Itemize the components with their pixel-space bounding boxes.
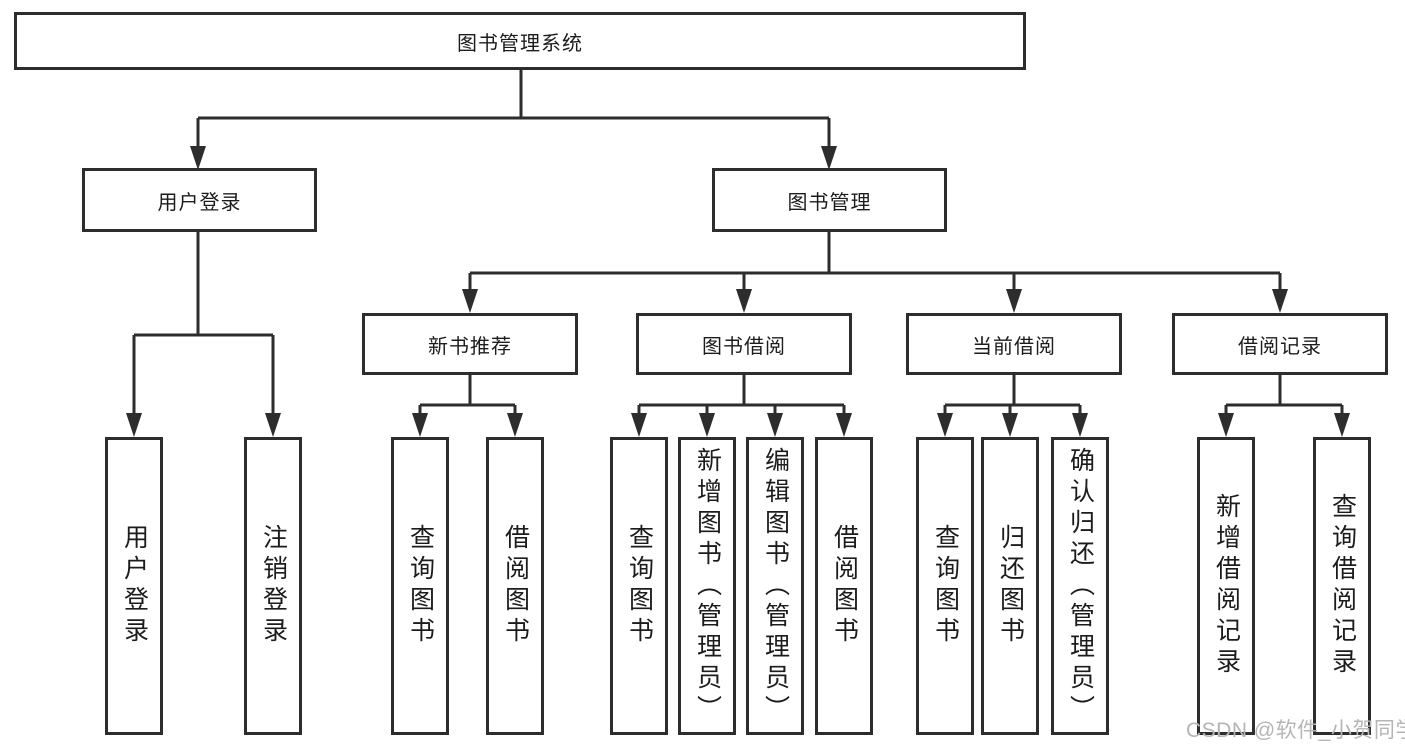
csdn-watermark: CSDN @软件_小贺同学: [1186, 719, 1405, 742]
leaf-label: 借阅图书: [501, 524, 530, 648]
leaf-label: 查询图书: [625, 524, 654, 648]
node-borrowing-records: 借阅记录: [1172, 313, 1388, 375]
node-leaf-confirm-return-admin: 确认归还（管理员）: [1051, 437, 1109, 735]
leaf-label: 确认归还（管理员）: [1066, 446, 1095, 726]
leaf-label: 注销登录: [259, 524, 288, 648]
leaf-label: 归还图书: [996, 524, 1025, 648]
leaf-label: 查询图书: [406, 524, 435, 648]
node-leaf-edit-book-admin: 编辑图书（管理员）: [746, 437, 804, 735]
node-leaf-return-book: 归还图书: [981, 437, 1039, 735]
node-leaf-query-borrow-record: 查询借阅记录: [1313, 437, 1371, 735]
leaf-label: 编辑图书（管理员）: [761, 446, 790, 726]
node-leaf-add-book-admin: 新增图书（管理员）: [678, 437, 736, 735]
node-leaf-query-books-2: 查询图书: [610, 437, 668, 735]
node-leaf-add-borrow-record: 新增借阅记录: [1197, 437, 1255, 735]
node-new-book-recommend: 新书推荐: [362, 313, 578, 375]
node-current-borrowing: 当前借阅: [906, 313, 1122, 375]
leaf-label: 查询图书: [931, 524, 960, 648]
node-leaf-query-books-1: 查询图书: [391, 437, 449, 735]
node-book-management: 图书管理: [712, 168, 947, 232]
node-leaf-user-login: 用户登录: [105, 437, 163, 735]
leaf-label: 新增借阅记录: [1212, 493, 1241, 679]
leaf-label: 新增图书（管理员）: [693, 446, 722, 726]
leaf-label: 查询借阅记录: [1328, 493, 1357, 679]
node-leaf-query-books-3: 查询图书: [916, 437, 974, 735]
node-leaf-logout: 注销登录: [244, 437, 302, 735]
node-leaf-borrow-books-2: 借阅图书: [815, 437, 873, 735]
leaf-label: 借阅图书: [830, 524, 859, 648]
node-library-management-system: 图书管理系统: [14, 12, 1026, 70]
node-leaf-borrow-books-1: 借阅图书: [486, 437, 544, 735]
leaf-label: 用户登录: [120, 524, 149, 648]
node-book-borrowing: 图书借阅: [636, 313, 852, 375]
node-user-login: 用户登录: [82, 168, 317, 232]
